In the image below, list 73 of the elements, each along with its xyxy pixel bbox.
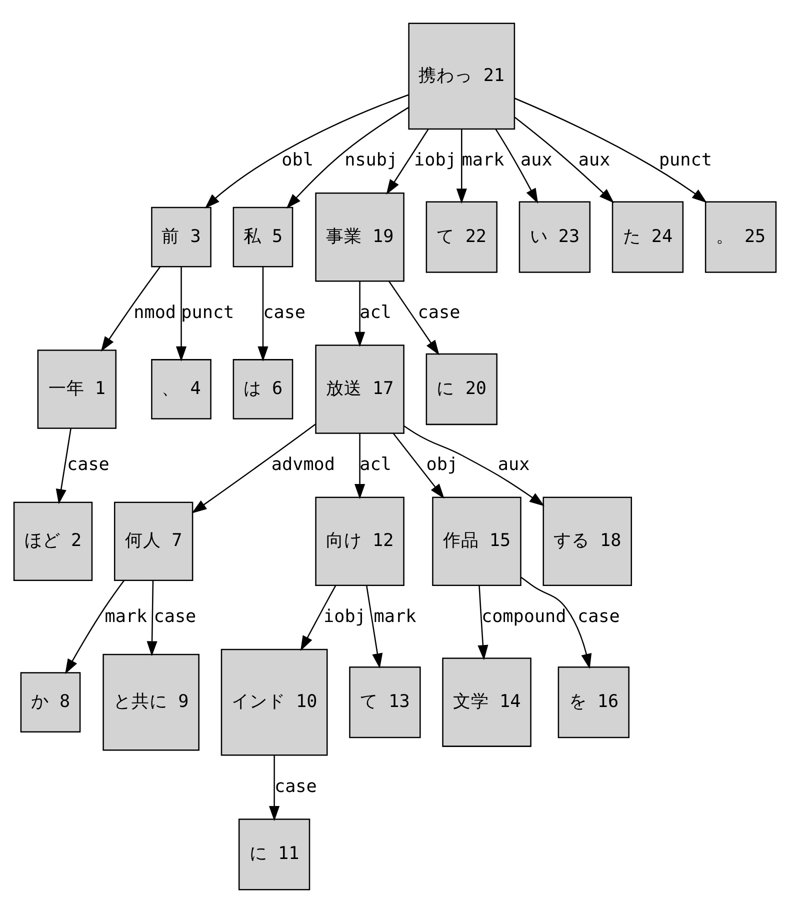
edge-label: mark bbox=[104, 606, 147, 627]
node-box: を 16 bbox=[557, 666, 629, 738]
edge-label: obj bbox=[426, 454, 458, 474]
edge-label: case bbox=[577, 606, 620, 627]
node-box: 前 3 bbox=[150, 206, 211, 267]
node-box: 私 5 bbox=[232, 206, 293, 267]
arrow bbox=[175, 266, 186, 361]
node-box: 一年 1 bbox=[36, 349, 116, 428]
node-box: 文学 14 bbox=[442, 657, 531, 746]
node-box: 放送 17 bbox=[314, 344, 404, 434]
edge-label: case bbox=[417, 302, 460, 322]
node-box: 。 25 bbox=[704, 200, 776, 272]
node-box: に 20 bbox=[425, 352, 497, 425]
node-box: 、 4 bbox=[150, 358, 211, 419]
arrow bbox=[514, 116, 614, 203]
arrow bbox=[365, 584, 382, 668]
node-box: ほど 2 bbox=[12, 501, 92, 580]
edge-label: case bbox=[262, 302, 306, 322]
edge-label: case bbox=[274, 776, 316, 796]
edge-label: obl bbox=[281, 150, 313, 170]
arrow bbox=[403, 424, 544, 506]
edge-label: mark bbox=[373, 606, 416, 627]
arrow bbox=[100, 266, 160, 352]
arrow bbox=[191, 423, 316, 513]
arrow bbox=[55, 428, 71, 504]
node-box: 作品 15 bbox=[432, 496, 521, 586]
node-box: い 23 bbox=[518, 200, 590, 272]
edge-label: punct bbox=[658, 150, 712, 170]
edge-label: nsubj bbox=[344, 150, 398, 170]
edge-label: aux bbox=[578, 150, 610, 170]
arrow bbox=[354, 432, 365, 499]
arrow bbox=[477, 584, 488, 660]
edge-label: nmod bbox=[133, 302, 176, 322]
node-box: た 24 bbox=[611, 200, 684, 272]
node-box: 事業 19 bbox=[314, 192, 404, 282]
node-box: 向け 12 bbox=[314, 496, 404, 586]
arrow bbox=[257, 266, 268, 361]
edge-label: advmod bbox=[270, 454, 334, 474]
arrow bbox=[520, 576, 592, 668]
node-box: か 8 bbox=[20, 672, 80, 732]
edge-label: case bbox=[66, 454, 109, 474]
node-box: する 18 bbox=[542, 496, 632, 586]
arrow bbox=[286, 106, 408, 208]
arrow bbox=[388, 280, 439, 355]
arrow bbox=[204, 94, 408, 208]
arrow bbox=[386, 128, 428, 194]
node-box: は 6 bbox=[232, 358, 293, 419]
edge-label: case bbox=[153, 606, 196, 627]
edge-label: iobj bbox=[414, 150, 456, 170]
edge-label: aux bbox=[520, 150, 552, 170]
node-box: インド 10 bbox=[220, 648, 328, 756]
edge-label: mark bbox=[461, 150, 504, 170]
arrow bbox=[494, 128, 538, 204]
edge-label: aux bbox=[497, 454, 530, 474]
arrow bbox=[392, 432, 444, 498]
arrow bbox=[456, 128, 466, 204]
node-box: に 11 bbox=[238, 818, 310, 890]
arrow bbox=[354, 280, 365, 346]
edge-label: punct bbox=[180, 302, 234, 322]
node-box: て 13 bbox=[348, 666, 420, 738]
arrow bbox=[514, 97, 706, 202]
arrow bbox=[300, 584, 336, 650]
arrow bbox=[146, 580, 157, 656]
edge-label: acl bbox=[359, 454, 391, 474]
arrow bbox=[268, 754, 280, 821]
edge-label: acl bbox=[359, 302, 391, 322]
edge-label: iobj bbox=[323, 606, 366, 627]
edge-label: compound bbox=[481, 606, 566, 627]
node-box: 携わっ 21 bbox=[408, 22, 515, 130]
arrow bbox=[64, 580, 124, 674]
node-box: と共に 9 bbox=[102, 653, 199, 750]
node-box: 何人 7 bbox=[113, 501, 193, 580]
node-box: て 22 bbox=[425, 200, 497, 272]
